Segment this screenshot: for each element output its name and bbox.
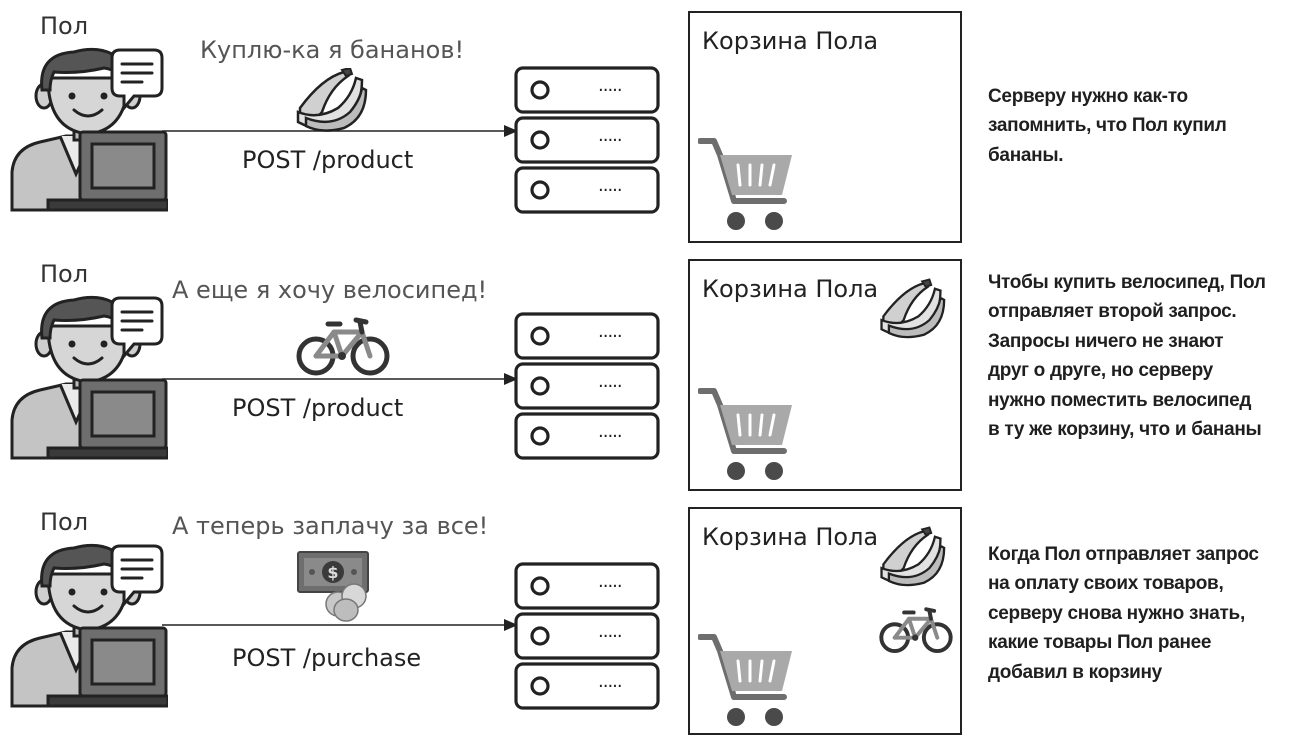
money-icon [296,546,374,622]
cart-panel: Корзина Пола [688,11,962,243]
server-icon [514,312,660,460]
step-row-3: Пол А теперь заплачу за все! POST /purch… [0,496,1289,744]
server-icon [514,66,660,214]
user-caption: Куплю-ка я бананов! [200,36,465,64]
note-line: добавил в корзину [988,661,1162,683]
request-label: POST /product [232,394,404,422]
bicycle-icon [296,312,390,378]
bananas-icon [876,277,946,341]
note-line: в ту же корзину, что и бананы [988,419,1262,441]
shopping-cart-icon [698,135,796,231]
bicycle-icon [878,603,954,655]
note-line: друг о друге, но серверу [988,360,1213,382]
bananas-icon [876,525,946,589]
note-line: Чтобы купить велосипед, Пол [988,272,1266,293]
note-line: Когда Пол отправляет запрос [988,544,1259,565]
cart-panel: Корзина Пола [688,507,962,735]
user-with-laptop-icon [8,44,168,212]
note-line: отправляет второй запрос. [988,301,1237,323]
explanation-note: Серверу нужно как-то запомнить, что Пол … [988,82,1284,170]
user-caption: А еще я хочу велосипед! [172,276,488,304]
note-line: бананы. [988,144,1064,166]
explanation-note: Чтобы купить велосипед, Пол отправляет в… [988,268,1284,445]
cart-title: Корзина Пола [702,27,879,55]
bananas-icon [292,68,368,132]
note-line: Серверу нужно как-то [988,86,1188,107]
user-with-laptop-icon [8,540,168,708]
note-line: на оплату своих товаров, [988,573,1224,595]
request-arrow [162,373,518,385]
user-with-laptop-icon [8,292,168,460]
cart-title: Корзина Пола [702,275,879,303]
request-label: POST /product [242,146,414,174]
request-arrow [162,619,518,631]
note-line: какие товары Пол ранее [988,632,1212,654]
request-arrow [162,125,518,137]
step-row-1: Пол Куплю-ка я бананов! POST /product Ко… [0,0,1289,248]
user-caption: А теперь заплачу за все! [172,512,489,540]
note-line: Запросы ничего не знают [988,330,1224,352]
cart-panel: Корзина Пола [688,259,962,491]
shopping-cart-icon [698,385,796,481]
step-row-2: Пол А еще я хочу велосипед! POST /produc… [0,248,1289,496]
note-line: нужно поместить велосипед [988,389,1252,411]
explanation-note: Когда Пол отправляет запрос на оплату св… [988,540,1284,687]
cart-title: Корзина Пола [702,523,879,551]
user-name: Пол [40,508,89,536]
user-name: Пол [40,260,89,288]
note-line: серверу снова нужно знать, [988,602,1245,624]
shopping-cart-icon [698,631,796,727]
server-icon [514,562,660,710]
user-name: Пол [40,12,89,40]
request-label: POST /purchase [232,644,422,672]
note-line: запомнить, что Пол купил [988,115,1227,137]
